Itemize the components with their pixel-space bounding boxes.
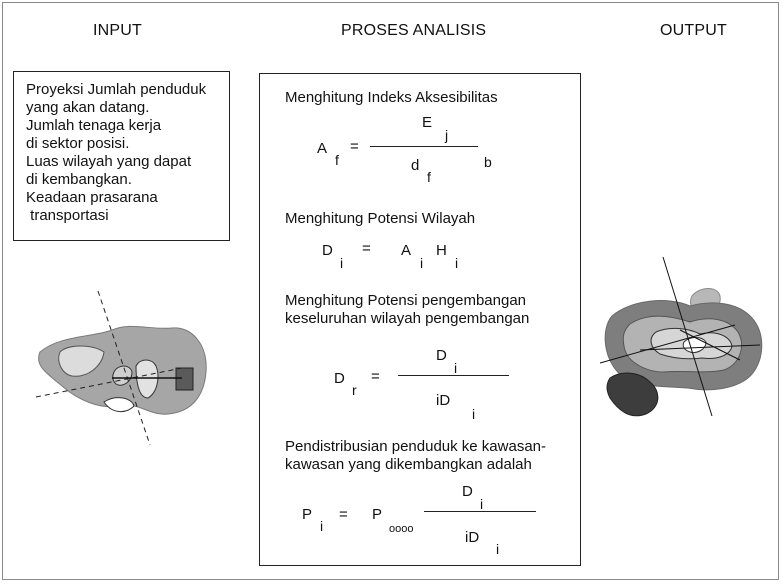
step3-denominator-sub: i bbox=[472, 406, 476, 422]
step2-a-sub: i bbox=[420, 255, 424, 271]
step2-title: Menghitung Potensi Wilayah bbox=[285, 210, 476, 227]
step4-p: P bbox=[372, 506, 383, 523]
step4-title-line2: kawasan yang dikembangkan adalah bbox=[285, 456, 532, 473]
input-line-1: Proyeksi Jumlah penduduk bbox=[26, 81, 207, 98]
input-line-7: Keadaan prasarana bbox=[26, 189, 158, 206]
step4-denominator: iD bbox=[465, 529, 480, 546]
header-process: PROSES ANALISIS bbox=[341, 22, 487, 39]
step4-denominator-sub: i bbox=[496, 541, 500, 557]
step4-lhs-sub: i bbox=[320, 518, 324, 534]
input-box: Proyeksi Jumlah penduduk yang akan datan… bbox=[13, 71, 230, 241]
step3-numerator-sub: i bbox=[454, 360, 458, 376]
step1-title: Menghitung Indeks Aksesibilitas bbox=[285, 89, 498, 106]
input-line-5: Luas wilayah yang dapat bbox=[26, 153, 192, 170]
step4-lhs: P bbox=[302, 506, 313, 523]
input-line-2: yang akan datang. bbox=[26, 99, 150, 116]
input-line-6: di kembangkan. bbox=[26, 171, 132, 188]
step1-numerator: E bbox=[422, 114, 433, 131]
header-output: OUTPUT bbox=[660, 22, 727, 39]
step3-numerator: D bbox=[436, 347, 447, 364]
step1-lhs: A bbox=[317, 140, 328, 157]
step3-denominator: iD bbox=[436, 392, 451, 409]
step1-denominator-sup: b bbox=[484, 154, 492, 170]
step4-fraction-bar bbox=[424, 511, 536, 512]
step4-p-sub: oooo bbox=[389, 523, 414, 535]
step3-lhs: D bbox=[334, 370, 345, 387]
step2-lhs-sub: i bbox=[340, 255, 344, 271]
step3-lhs-sub: r bbox=[352, 382, 357, 398]
step1-denominator: d bbox=[411, 157, 420, 174]
step2-equals: = bbox=[362, 240, 371, 257]
step1-lhs-sub: f bbox=[335, 152, 339, 168]
step2-h-sub: i bbox=[455, 255, 459, 271]
step3-equals: = bbox=[371, 368, 380, 385]
input-line-8: transportasi bbox=[26, 207, 109, 224]
step1-denominator-sub: f bbox=[427, 169, 431, 185]
step2-lhs: D bbox=[322, 242, 333, 259]
step4-equals: = bbox=[339, 506, 348, 523]
input-line-4: di sektor posisi. bbox=[26, 135, 130, 152]
step2-a: A bbox=[401, 242, 412, 259]
step1-fraction-bar bbox=[370, 146, 478, 147]
step4-title-line1: Pendistribusian penduduk ke kawasan- bbox=[285, 438, 546, 455]
step4-numerator: D bbox=[462, 483, 473, 500]
step3-title-line2: keseluruhan wilayah pengembangan bbox=[285, 310, 530, 327]
step3-fraction-bar bbox=[398, 375, 509, 376]
step4-numerator-sub: i bbox=[480, 496, 484, 512]
step1-equals: = bbox=[350, 138, 359, 155]
step1-numerator-sub: j bbox=[445, 127, 449, 143]
header-input: INPUT bbox=[93, 22, 142, 39]
input-line-3: Jumlah tenaga kerja bbox=[26, 117, 162, 134]
step2-h: H bbox=[436, 242, 447, 259]
step3-title-line1: Menghitung Potensi pengembangan bbox=[285, 292, 527, 309]
process-box: Menghitung Indeks Aksesibilitas A f = E … bbox=[259, 73, 581, 566]
